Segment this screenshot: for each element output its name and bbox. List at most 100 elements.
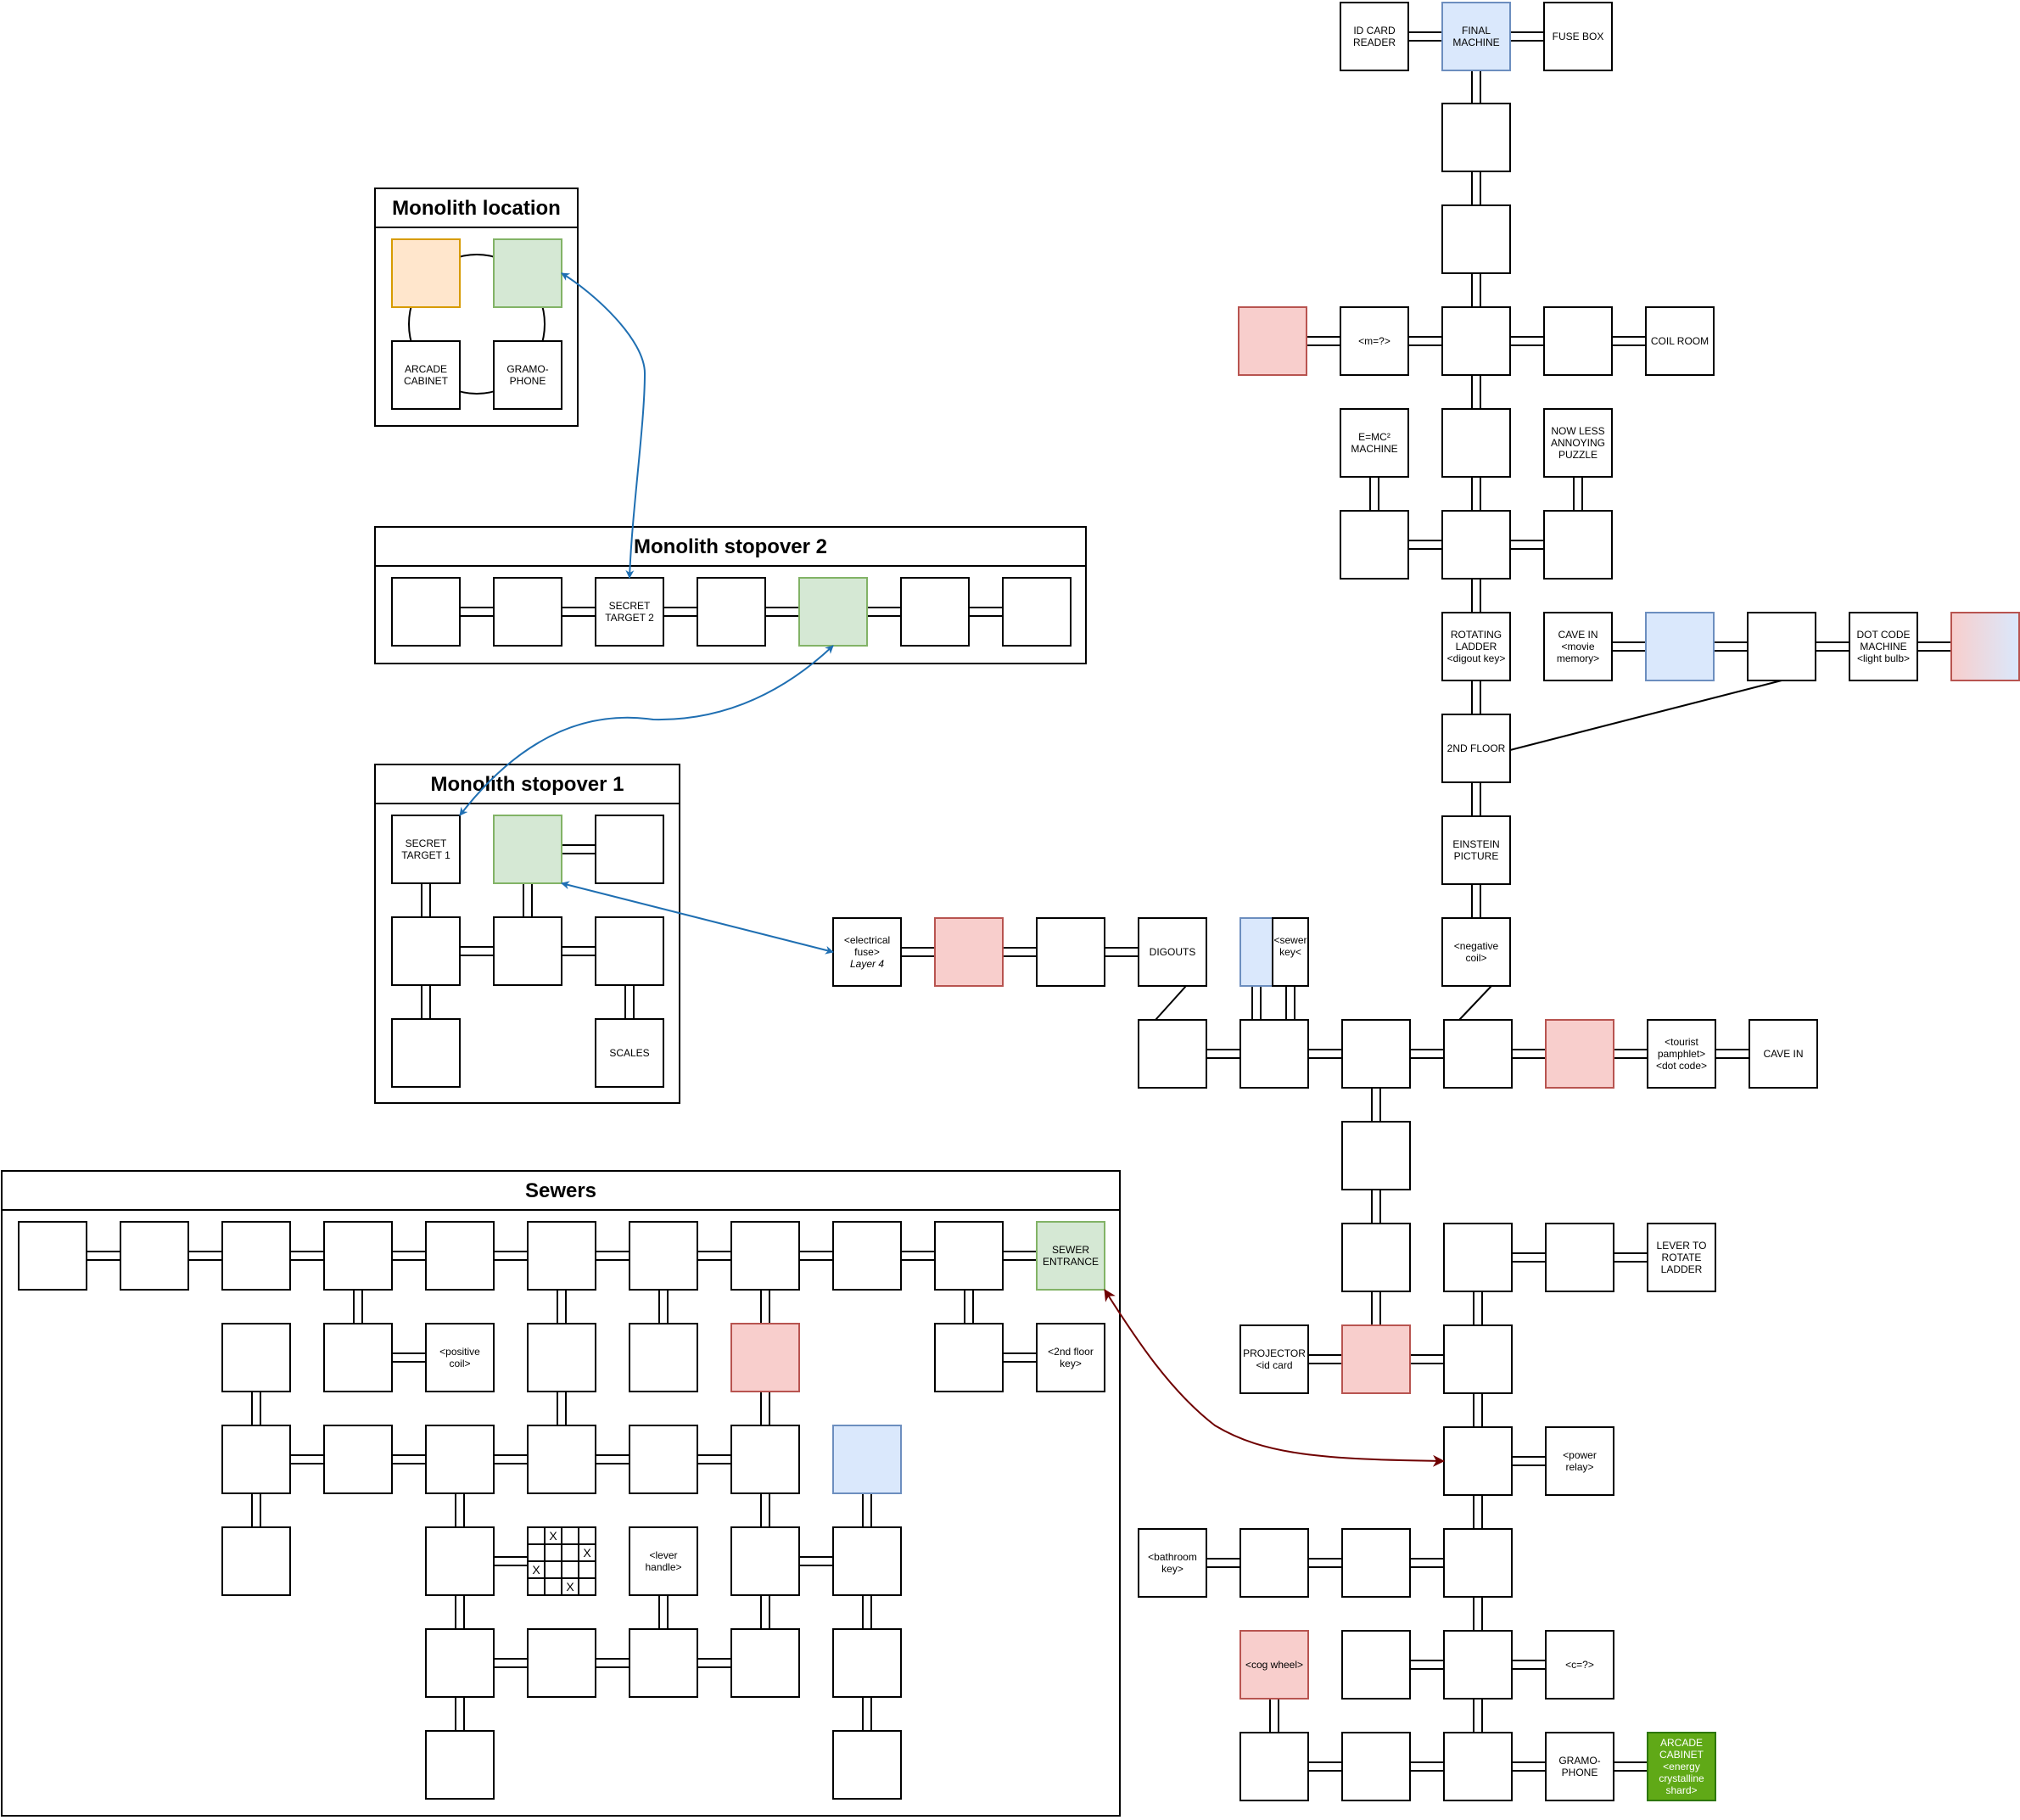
room-s1-c[interactable]	[595, 815, 664, 884]
room-ml-gramo[interactable]: GRAMO-PHONE	[493, 340, 562, 410]
room-sw-r1-9[interactable]	[934, 1323, 1004, 1392]
room-r-c3[interactable]	[1441, 408, 1511, 478]
room-fuse-box[interactable]: FUSE BOX	[1543, 2, 1613, 71]
room-k-3[interactable]	[1443, 1223, 1513, 1292]
room-ml-orange[interactable]	[391, 238, 461, 308]
room-ml-green[interactable]	[493, 238, 562, 308]
room-digouts[interactable]: DIGOUTS	[1138, 917, 1207, 987]
room-r-e1[interactable]	[1543, 306, 1613, 376]
room-s1-g[interactable]	[391, 1018, 461, 1088]
puzzle-cell[interactable]	[527, 1577, 546, 1596]
room-s2-5[interactable]	[798, 577, 868, 647]
puzzle-cell[interactable]	[544, 1560, 562, 1579]
room-j-3[interactable]	[1341, 1019, 1411, 1089]
room-k-1[interactable]	[1341, 1121, 1411, 1190]
room-sw-r0-3[interactable]	[323, 1221, 393, 1291]
room-sw-r2-5[interactable]	[527, 1425, 596, 1494]
room-sw-r3-4[interactable]	[425, 1526, 495, 1596]
room-sw-r4-5[interactable]	[527, 1628, 596, 1698]
room-k-6[interactable]	[1443, 1426, 1513, 1496]
room-k-2[interactable]	[1341, 1223, 1411, 1292]
room-sw-r2-3[interactable]	[323, 1425, 393, 1494]
room-sw-r2-2[interactable]	[221, 1425, 291, 1494]
puzzle-cell[interactable]	[578, 1577, 596, 1596]
link-arrow[interactable]	[1104, 1289, 1445, 1467]
room-r-e2[interactable]	[1543, 510, 1613, 580]
room-coil-room[interactable]: COIL ROOM	[1645, 306, 1715, 376]
room-sw-r2-8[interactable]	[832, 1425, 902, 1494]
room-f-blue-half[interactable]	[1239, 917, 1273, 987]
room-cave-in[interactable]: CAVE IN	[1749, 1019, 1818, 1089]
room-sw-r1-3[interactable]	[323, 1323, 393, 1392]
room-k-14[interactable]	[1443, 1732, 1513, 1801]
room-sw-r1-5[interactable]	[527, 1323, 596, 1392]
room-r-mid1[interactable]	[1747, 612, 1816, 681]
link-arrow[interactable]	[561, 881, 834, 955]
room-k-8[interactable]	[1341, 1528, 1411, 1598]
puzzle-cell[interactable]	[527, 1526, 546, 1545]
room-r-w2[interactable]	[1340, 510, 1409, 580]
puzzle-cell[interactable]	[578, 1526, 596, 1545]
room-sw-r3-2[interactable]	[221, 1526, 291, 1596]
puzzle-cell[interactable]	[561, 1543, 579, 1562]
room-f-red[interactable]	[934, 917, 1004, 987]
room-r-grad[interactable]	[1950, 612, 2020, 681]
room-s1-h[interactable]: SCALES	[595, 1018, 664, 1088]
room-r-blue1[interactable]	[1645, 612, 1715, 681]
room-r-c2[interactable]	[1441, 204, 1511, 274]
room-s2-7[interactable]	[1002, 577, 1072, 647]
room-k-9[interactable]	[1443, 1528, 1513, 1598]
room-r-red1[interactable]	[1238, 306, 1307, 376]
room-sw-r5-8[interactable]	[832, 1730, 902, 1800]
puzzle-cell[interactable]	[561, 1526, 579, 1545]
room-c-eq[interactable]: <c=?>	[1545, 1630, 1614, 1700]
puzzle-cell[interactable]	[527, 1543, 546, 1562]
room-sw-r1-7[interactable]	[730, 1323, 800, 1392]
room-s2-4[interactable]	[697, 577, 766, 647]
room-j-2[interactable]	[1239, 1019, 1309, 1089]
room-k-13[interactable]	[1341, 1732, 1411, 1801]
room-sw-r2-6[interactable]	[629, 1425, 698, 1494]
room-m-eq[interactable]: <m=?>	[1340, 306, 1409, 376]
room-projector[interactable]: PROJECTOR<id card	[1239, 1324, 1309, 1394]
room-s1-f[interactable]	[595, 916, 664, 986]
room-s1-d[interactable]	[391, 916, 461, 986]
room-k-7[interactable]	[1239, 1528, 1309, 1598]
room-sw-r5-4[interactable]	[425, 1730, 495, 1800]
room-sw-r4-6[interactable]	[629, 1628, 698, 1698]
room-s2-6[interactable]	[900, 577, 970, 647]
room-j-1[interactable]	[1138, 1019, 1207, 1089]
room-sw-r0-7[interactable]	[730, 1221, 800, 1291]
room-cog-wheel[interactable]: <cog wheel>	[1239, 1630, 1309, 1700]
room-sw-r2-7[interactable]	[730, 1425, 800, 1494]
room-sw-r4-7[interactable]	[730, 1628, 800, 1698]
room-sw-r1-2[interactable]	[221, 1323, 291, 1392]
room-sw-r4-4[interactable]	[425, 1628, 495, 1698]
room-s2-1[interactable]	[391, 577, 461, 647]
room-sw-r3-7[interactable]	[730, 1526, 800, 1596]
room-k-11[interactable]	[1443, 1630, 1513, 1700]
room-k-5[interactable]	[1443, 1324, 1513, 1394]
room-sw-r1-6[interactable]	[629, 1323, 698, 1392]
room-sw-r4-8[interactable]	[832, 1628, 902, 1698]
